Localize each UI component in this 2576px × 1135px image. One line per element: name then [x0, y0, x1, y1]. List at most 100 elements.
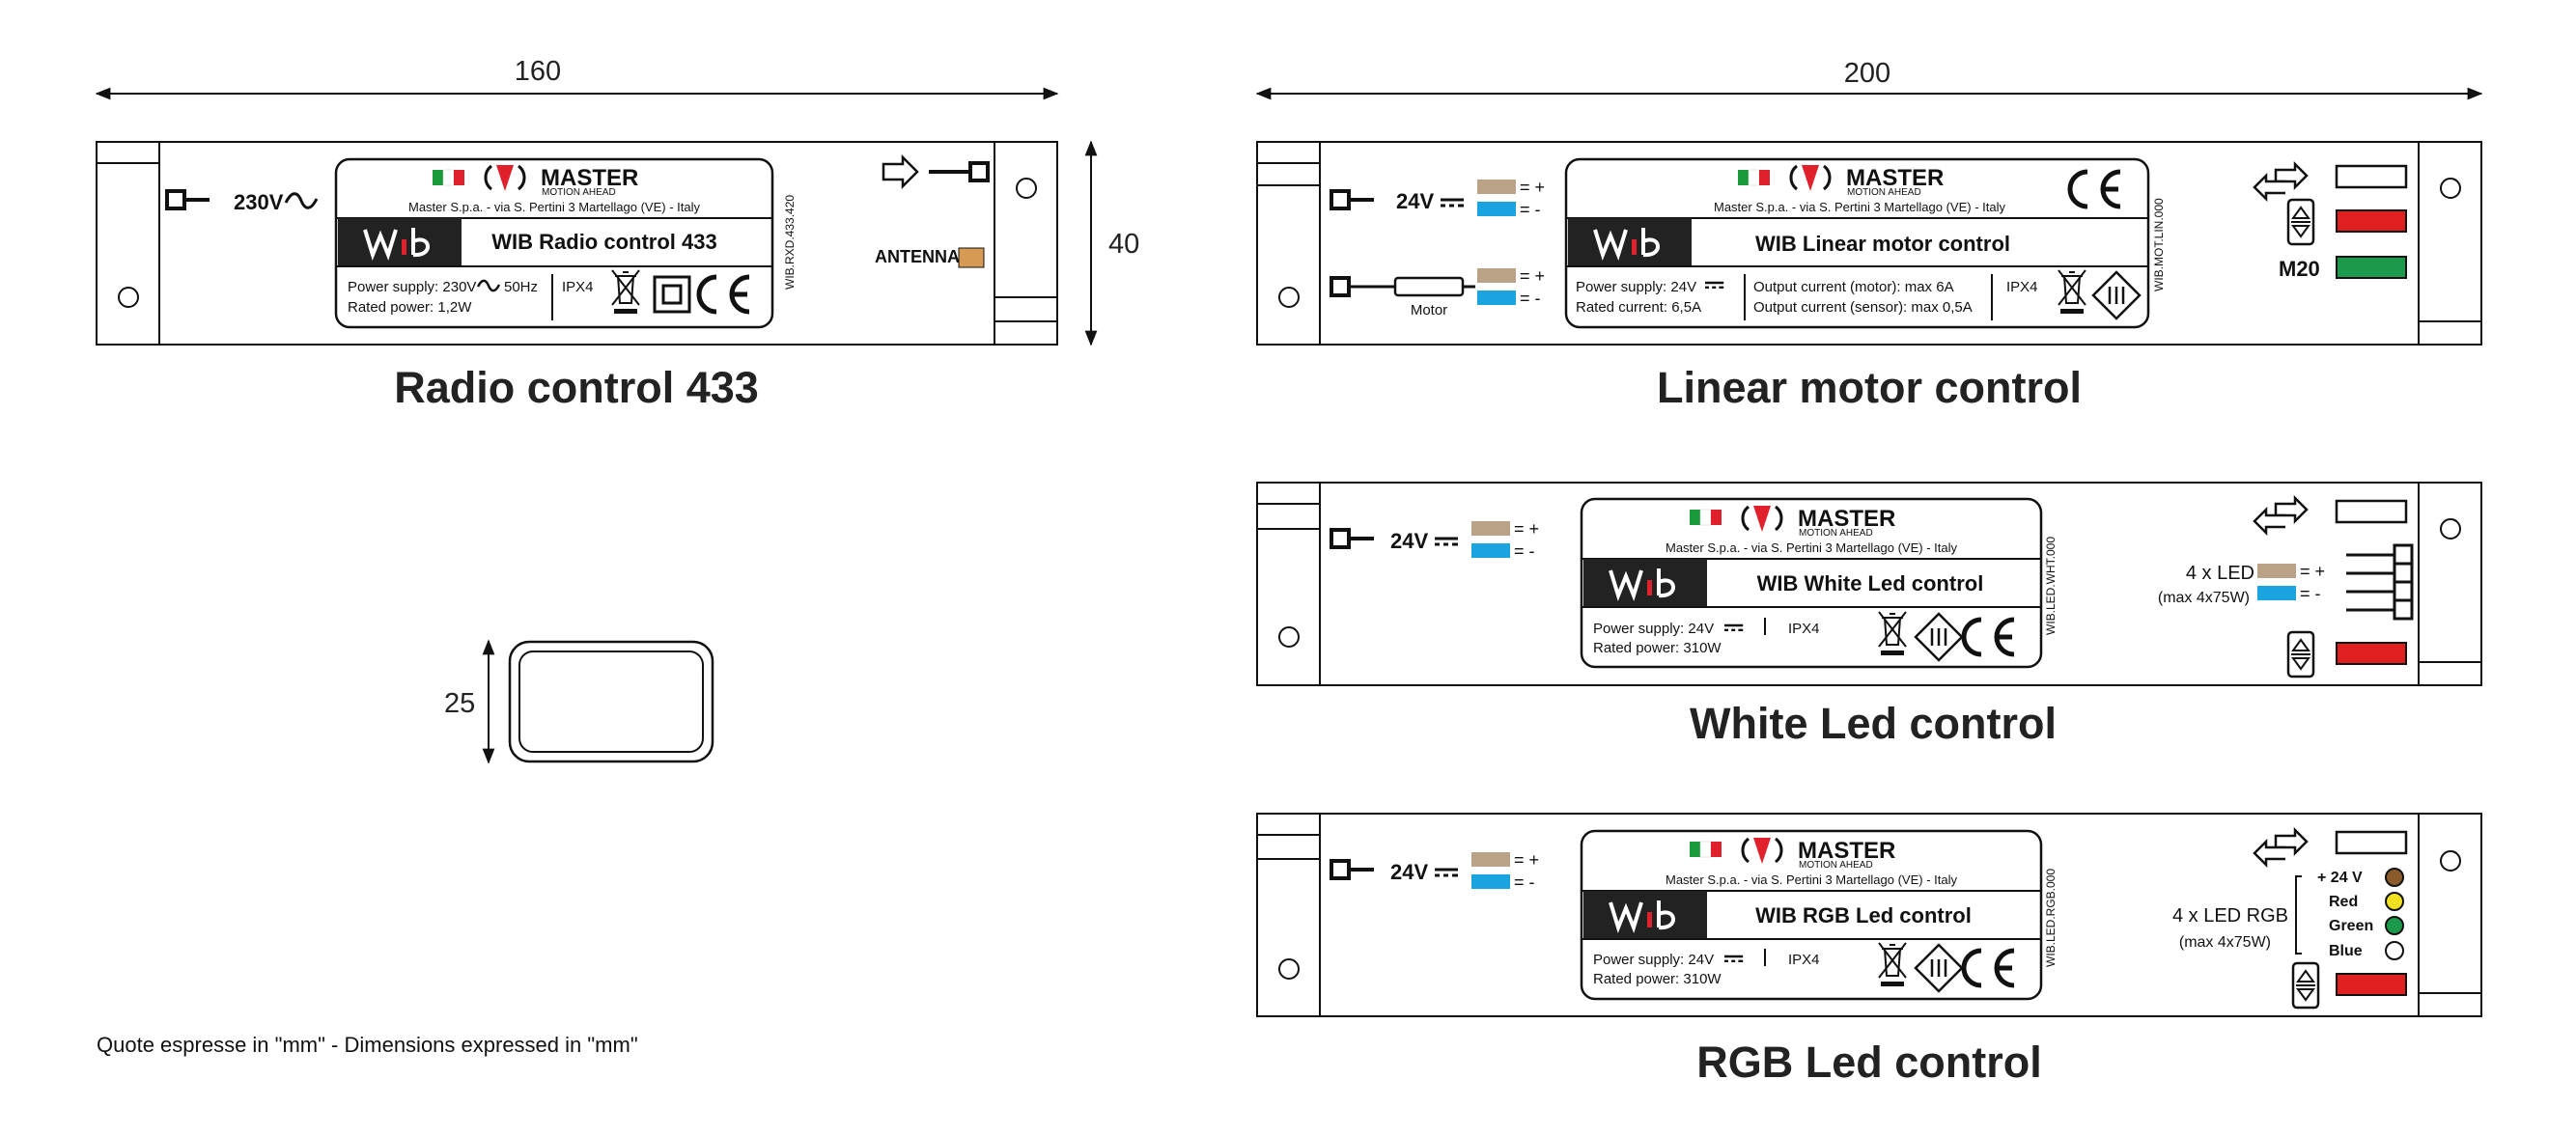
brand-address: Master S.p.a. - via S. Pertini 3 Martell… [1714, 200, 2005, 214]
brand-tagline: MOTION AHEAD [542, 187, 616, 198]
wib-logo [336, 216, 463, 268]
radio-bus-connector [882, 153, 990, 190]
led-label: 4 x LED RGB [2172, 905, 2288, 927]
plus-wire [1477, 180, 1516, 194]
product-name: WIB Radio control 433 [491, 230, 716, 254]
spec-power-supply: Power supply: 230V [348, 279, 476, 295]
ip-rating: IPX4 [2006, 279, 2038, 295]
ip-rating: IPX4 [1788, 952, 1820, 968]
rgb-channel-red: Red [2329, 894, 2358, 910]
bus-arrows-icon [2253, 496, 2309, 535]
plus-label: = + [1514, 519, 1539, 539]
minus-label: = - [2300, 584, 2321, 603]
ip-rating: IPX4 [562, 279, 594, 295]
white-right-connectors: 4 x LED (max 4x75W) = + = - [2158, 496, 2414, 678]
updown-button-icon [2291, 961, 2320, 1010]
radio-input-label: 230V [234, 190, 284, 214]
brand-name: MASTER [1846, 165, 1944, 191]
rgb-channel-blue: Blue [2329, 943, 2363, 959]
white-power-input: 24V = + = - [1330, 519, 1539, 561]
plus-wire [1471, 521, 1510, 536]
brand-address: Master S.p.a. - via S. Pertini 3 Martell… [1666, 872, 1957, 887]
white-label: MASTER MOTION AHEAD Master S.p.a. - via … [1580, 497, 2043, 669]
mounting-hole [1016, 178, 1037, 199]
spec-rated-power: Rated power: 1,2W [348, 299, 472, 316]
led-max-label: (max 4x75W) [2179, 934, 2271, 951]
mounting-hole [118, 287, 139, 308]
device-title: Linear motor control [1657, 363, 2082, 412]
minus-wire [1471, 543, 1510, 558]
brand-address: Master S.p.a. - via S. Pertini 3 Martell… [1666, 540, 1957, 555]
device-title: RGB Led control [1696, 1038, 2042, 1087]
antenna-label: ANTENNA [875, 247, 960, 266]
led-yellow-dot [2385, 892, 2404, 911]
product-name: WIB White Led control [1757, 571, 1984, 595]
mounting-hole [1278, 958, 1300, 980]
brand-name: MASTER [541, 165, 638, 191]
wib-logo [1566, 216, 1694, 268]
motor-label: Motor [1411, 302, 1447, 318]
button-drawing: 25 [444, 639, 714, 764]
plus-wire [2257, 564, 2296, 578]
product-code: WIB.MOT.LIN.000 [2152, 198, 2166, 291]
product-code: WIB.LED.WHT.000 [2044, 537, 2058, 635]
led-max-label: (max 4x75W) [2158, 590, 2250, 606]
dimension-160-label: 160 [515, 56, 561, 87]
dimension-160: 160 [95, 56, 1059, 100]
updown-button-icon [2286, 198, 2315, 246]
ac-symbol [284, 192, 319, 209]
minus-wire [1477, 202, 1516, 216]
radio-input-connector: 230V [165, 189, 319, 214]
led-white-dot [2385, 941, 2404, 960]
spec-power-supply: Power supply: 24V [1576, 279, 1696, 295]
plus-label: = + [2300, 562, 2325, 581]
radio-control-housing [96, 141, 1058, 346]
minus-label: = - [1514, 541, 1535, 561]
spec-rated-current: Rated current: 6,5A [1576, 299, 1701, 316]
white-housing [1256, 482, 2482, 686]
rgb-channel-green: Green [2329, 918, 2373, 934]
rgb-right-connectors: 4 x LED RGB (max 4x75W) + 24 V Red Green… [2172, 828, 2408, 1010]
footnote: Quote espresse in "mm" - Dimensions expr… [97, 1033, 638, 1057]
linear-right-connectors: M20 [2253, 162, 2408, 281]
plus-wire [1477, 268, 1516, 283]
product-name: WIB RGB Led control [1755, 903, 1972, 927]
spec-power-supply: Power supply: 24V [1593, 952, 1714, 968]
plus-wire [1471, 852, 1510, 867]
wib-logo [1582, 889, 1709, 941]
minus-label: = - [1520, 200, 1541, 219]
dimension-40-label: 40 [1108, 229, 1139, 260]
led-brown-dot [2385, 868, 2404, 887]
rgb-housing [1256, 813, 2482, 1017]
brand-tagline: MOTION AHEAD [1847, 187, 1921, 198]
output-current-motor: Output current (motor): max 6A [1753, 279, 1954, 295]
dimension-200: 200 [1255, 58, 2483, 100]
rgb-power-input: 24V = + = - [1330, 850, 1539, 892]
mounting-hole [2440, 850, 2461, 872]
mounting-hole [1278, 287, 1300, 308]
plus-label: = + [1514, 850, 1539, 870]
linear-power-input: 24V = + = - [1330, 178, 1545, 219]
minus-label: = - [1520, 289, 1541, 308]
led-output-terminals [2346, 543, 2414, 621]
linear-label: MASTER MOTION AHEAD Master S.p.a. - via … [1564, 157, 2150, 329]
minus-label: = - [1514, 872, 1535, 892]
product-name: WIB Linear motor control [1755, 232, 2010, 256]
bus-arrows-icon [2253, 162, 2309, 201]
dimension-200-label: 200 [1844, 58, 1890, 89]
linear-housing [1256, 141, 2482, 346]
spec-rated-power: Rated power: 310W [1593, 640, 1722, 656]
output-arrow-icon [882, 153, 919, 190]
spec-rated-power: Rated power: 310W [1593, 971, 1722, 987]
spec-frequency: 50Hz [504, 279, 538, 295]
brand-address: Master S.p.a. - via S. Pertini 3 Martell… [408, 200, 700, 214]
minus-wire [1471, 874, 1510, 889]
bus-arrows-icon [2253, 828, 2309, 867]
led-green-dot [2385, 916, 2404, 935]
dimension-40: 40 [1084, 140, 1139, 346]
rgb-label: MASTER MOTION AHEAD Master S.p.a. - via … [1580, 829, 2043, 1001]
linear-motor-output: Motor = + = - [1330, 266, 1545, 318]
led-label: 4 x LED [2186, 563, 2254, 584]
brand-name: MASTER [1798, 838, 1895, 864]
